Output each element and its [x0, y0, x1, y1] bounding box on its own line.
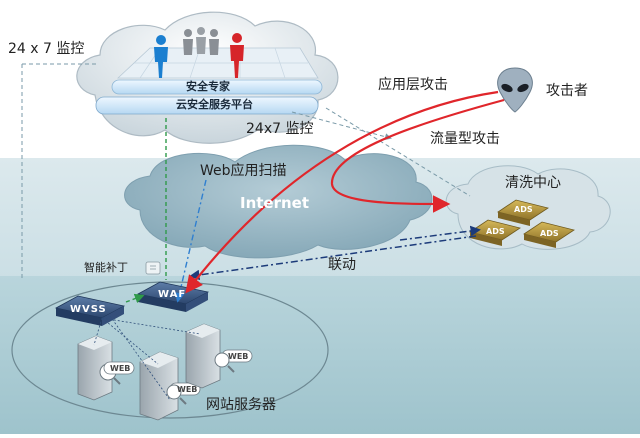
monitor-label-mid: 24x7 监控: [246, 121, 314, 137]
ads-device-3: [523, 221, 575, 248]
web-scan-label: Web应用扫描: [200, 163, 287, 179]
attacker-icon: [497, 67, 533, 113]
cloud-platform: [76, 11, 339, 144]
experts-grey-icon: [183, 27, 219, 55]
waf-label: WAF: [158, 289, 187, 300]
linkage-line-return: [399, 225, 481, 241]
flood-attack-label: 流量型攻击: [430, 131, 500, 147]
ads-label-3: ADS: [540, 229, 559, 238]
expert-red-icon: [230, 33, 244, 78]
web-server-3: [185, 323, 253, 389]
web-label-2: WEB: [177, 385, 198, 394]
app-attack-label: 应用层攻击: [378, 77, 448, 93]
monitor-line-center: [325, 107, 471, 197]
web-servers-label: 网站服务器: [206, 397, 276, 413]
internet-label: Internet: [240, 194, 310, 212]
web-label-3: WEB: [228, 352, 249, 361]
smart-patch-label: 智能补丁: [84, 261, 128, 274]
security-expert-bar: [111, 79, 323, 95]
internet-cloud: [124, 144, 433, 259]
cloud-platform-label: 云安全服务平台: [176, 98, 253, 111]
wvss-device: [54, 295, 126, 326]
monitor-label-left: 24 x 7 监控: [8, 41, 85, 57]
linkage-label: 联动: [328, 257, 356, 273]
scrubbing-center-label: 清洗中心: [505, 175, 561, 191]
wvss-label: WVSS: [70, 304, 107, 315]
ads-device-1: [497, 199, 549, 226]
app-attack-arrow: [185, 90, 499, 294]
web-scan-line: [174, 179, 207, 303]
scan-fan-lines: [93, 315, 201, 401]
ads-label-1: ADS: [514, 205, 533, 214]
patch-icon: [145, 261, 161, 275]
linkage-line: [189, 235, 477, 281]
expert-blue-icon: [154, 35, 168, 78]
cloud-platform-bar: [95, 96, 319, 115]
monitor-line-mid: [291, 111, 392, 141]
monitor-line-left: [21, 63, 98, 278]
attacker-label: 攻击者: [546, 83, 588, 99]
web-label-1: WEB: [110, 364, 131, 373]
ads-label-2: ADS: [486, 227, 505, 236]
waf-device: [136, 281, 210, 312]
web-server-2: [139, 351, 201, 421]
security-expert-label: 安全专家: [186, 80, 230, 93]
wvss-to-waf-arrow: [125, 293, 145, 304]
flood-attack-arrow: [330, 98, 505, 213]
datacenter-boundary: [11, 281, 329, 419]
